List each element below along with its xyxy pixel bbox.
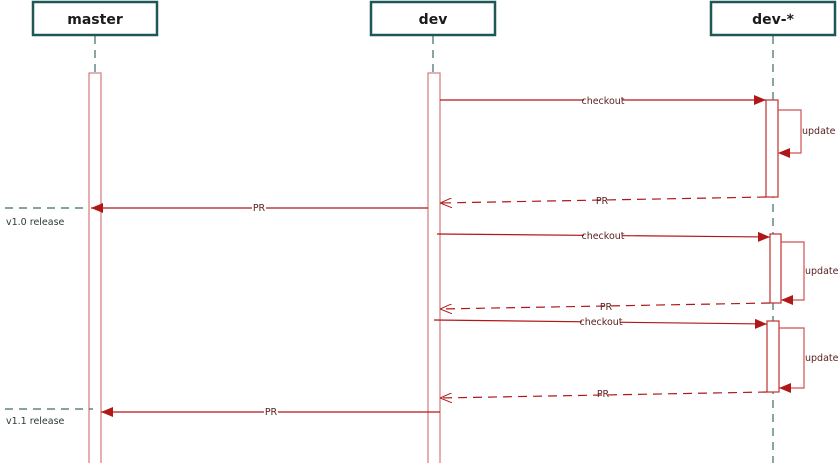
activation-dev-star-2 (769, 233, 782, 304)
participant-master[interactable]: master (31, 0, 159, 37)
participant-label: master (67, 12, 123, 28)
message-update-2[interactable] (781, 241, 805, 305)
activation-dev (427, 72, 441, 463)
message-label-checkout: checkout (581, 96, 624, 107)
message-update-3[interactable] (779, 327, 805, 393)
participant-dev[interactable]: dev (369, 0, 497, 37)
message-pr-dashed-2[interactable] (440, 302, 771, 309)
participant-label: dev (419, 12, 448, 28)
message-pr-dashed-1[interactable] (440, 196, 767, 203)
release-note: v1.1 release (6, 416, 65, 427)
message-label-update: update (805, 266, 839, 277)
release-note: v1.0 release (6, 217, 65, 228)
message-label-checkout: checkout (581, 231, 624, 242)
message-label-update: update (802, 126, 836, 137)
message-label-update: update (805, 353, 839, 364)
participant-label: dev-* (752, 12, 794, 28)
message-pr-dashed-3[interactable] (440, 391, 768, 398)
participant-dev-star[interactable]: dev-* (709, 0, 837, 37)
activation-dev-star-1 (765, 99, 779, 198)
message-label-pr: PR (600, 302, 613, 313)
activation-master (88, 72, 102, 463)
message-label-pr: PR (597, 389, 610, 400)
activation-dev-star-3 (766, 320, 780, 393)
message-label-pr: PR (253, 203, 266, 214)
message-label-pr: PR (596, 196, 609, 207)
message-label-pr: PR (265, 407, 278, 418)
message-update-1[interactable] (778, 109, 802, 158)
message-label-checkout: checkout (579, 317, 622, 328)
